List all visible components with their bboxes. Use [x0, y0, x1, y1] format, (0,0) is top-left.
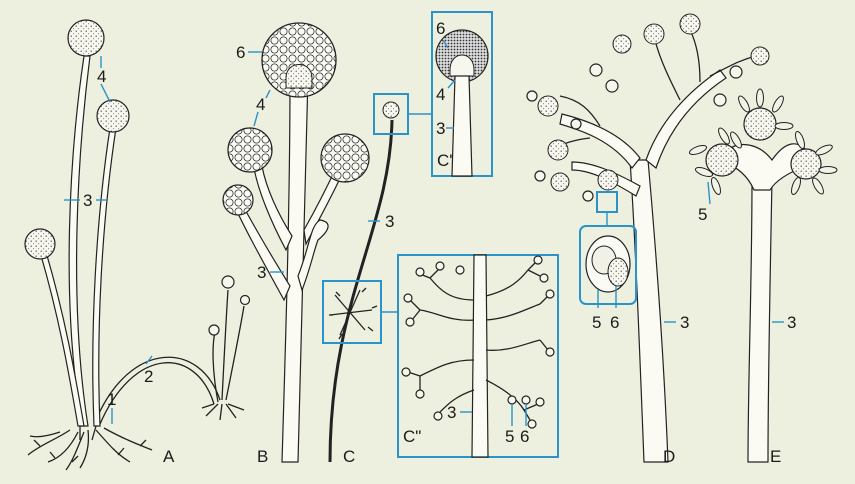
- inset-box-d-marker: [596, 191, 618, 213]
- panel-a: 4 3 1 2 A: [24, 19, 251, 471]
- label-c2-5: 5: [505, 427, 514, 446]
- label-a-1: 1: [107, 390, 116, 409]
- label-b-6: 6: [236, 43, 245, 62]
- panel-label-c1: C': [437, 151, 453, 170]
- rhizoids-a: [27, 427, 153, 471]
- spore-spikes-e: [688, 88, 838, 196]
- small-plant-a: [201, 275, 251, 421]
- label-d-6: 6: [610, 313, 619, 332]
- panel-label-d: D: [663, 447, 675, 466]
- panel-label-c: C: [343, 447, 355, 466]
- label-d-3: 3: [680, 313, 689, 332]
- sporangium-b-right: [320, 133, 370, 183]
- sporangia-d: [526, 13, 770, 202]
- sporangiophore-tall: [68, 55, 91, 427]
- sporangium-a-3: [24, 228, 56, 260]
- label-a-4: 4: [97, 67, 106, 86]
- sporangium-b-small: [222, 184, 254, 216]
- sporangiophore-short: [39, 251, 85, 427]
- sporangium-a-2: [96, 99, 130, 133]
- panel-d: 5 6 3 D: [526, 13, 770, 466]
- sporangiola-c2: [401, 255, 555, 429]
- label-c2-6: 6: [520, 427, 529, 446]
- label-c1-4: 4: [436, 85, 445, 104]
- sporangiophore-d: [629, 159, 669, 463]
- label-e-3: 3: [787, 313, 796, 332]
- sporangium-b-left: [227, 127, 273, 173]
- inset-c2: 3 5 6 C": [397, 254, 559, 458]
- inset-box-d: [579, 225, 637, 305]
- panel-label-b: B: [257, 447, 268, 466]
- label-b-4: 4: [256, 95, 265, 114]
- panel-label-c2: C": [403, 427, 421, 446]
- label-a-3: 3: [83, 191, 92, 210]
- panel-label-e: E: [770, 447, 781, 466]
- panel-b: 6 4 3 B: [222, 22, 370, 466]
- stolon: [95, 356, 221, 421]
- sporangiophore-e: [747, 179, 773, 463]
- sporangium-a-1: [67, 19, 105, 57]
- panel-c: 3 C: [322, 93, 432, 466]
- panel-label-a: A: [163, 447, 175, 466]
- label-c1-6: 6: [436, 19, 445, 38]
- label-a-2: 2: [144, 367, 153, 386]
- sporangiophore-mid: [92, 127, 117, 427]
- sporangium-b-main: [261, 22, 337, 98]
- panel-e: 5 3 E: [688, 88, 838, 466]
- sporangiophore-c: [328, 119, 394, 463]
- label-c1-3: 3: [436, 119, 445, 138]
- label-c-3: 3: [385, 212, 394, 231]
- label-d-5: 5: [592, 313, 601, 332]
- label-e-5: 5: [698, 205, 707, 224]
- sporangiophore-b: [281, 75, 309, 463]
- label-b-3: 3: [257, 263, 266, 282]
- label-c2-3: 3: [447, 403, 456, 422]
- inset-c1: 6 4 3 C': [431, 11, 493, 177]
